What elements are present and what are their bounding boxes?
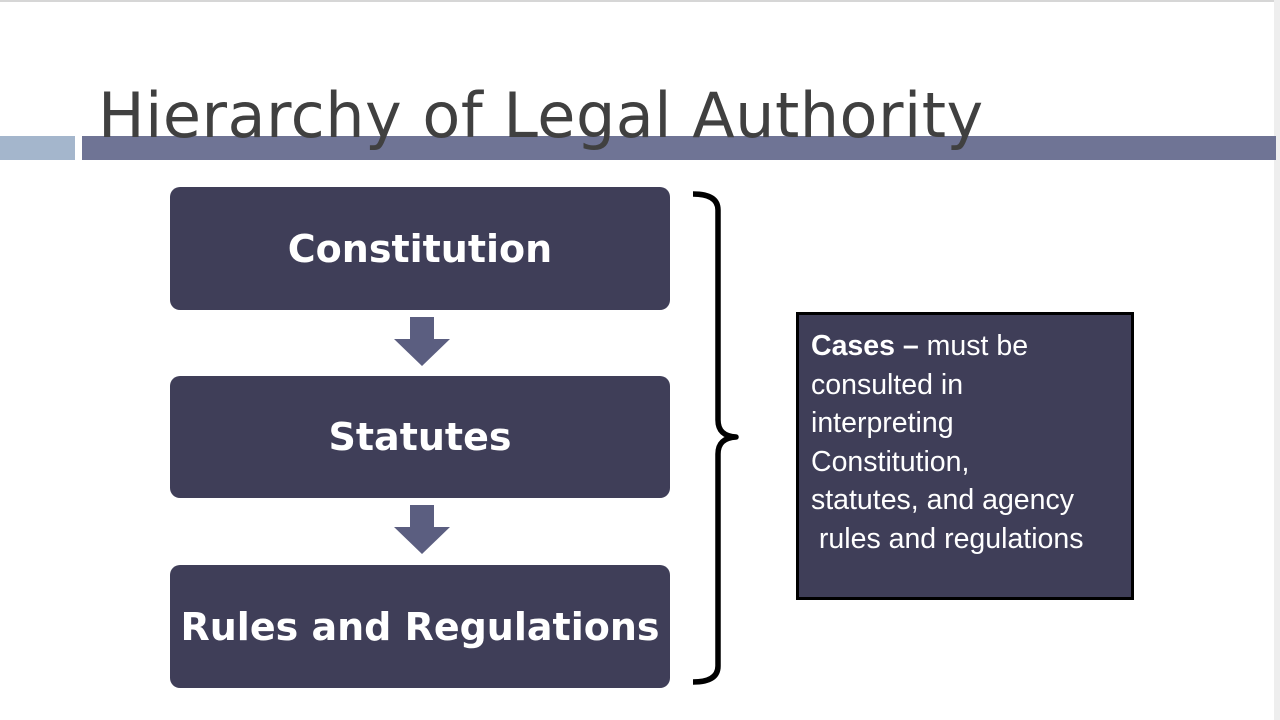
rules-and-regulations-box: Rules and Regulations: [170, 565, 670, 688]
rules-and-regulations-label: Rules and Regulations: [180, 604, 660, 649]
top-border-line: [0, 0, 1280, 2]
cases-note-line: Constitution,: [811, 445, 970, 478]
right-edge-strip: [1274, 0, 1280, 720]
cases-note-line-text: must be: [926, 330, 1029, 362]
statutes-box: Statutes: [170, 376, 670, 498]
cases-note-line: rules and regulations: [811, 522, 1084, 555]
cases-note-heading: Cases –: [811, 330, 927, 362]
down-arrow-icon: [394, 505, 450, 554]
cases-note-line: interpreting: [811, 407, 954, 439]
constitution-box: Constitution: [170, 187, 670, 310]
cases-note-line: Cases – must be: [811, 327, 1119, 366]
cases-note-box: Cases – must be consulted in interpretin…: [796, 312, 1134, 600]
cases-note-text: Cases – must be consulted in interpretin…: [811, 327, 1119, 558]
cases-note-line: statutes, and agency: [811, 484, 1075, 516]
title-accent-bar-left: [0, 136, 75, 160]
constitution-label: Constitution: [287, 226, 553, 271]
slide-title: Hierarchy of Legal Authority: [98, 79, 984, 152]
cases-note-line: consulted in: [811, 368, 964, 401]
title-accent-bar-right: [82, 136, 1276, 160]
down-arrow-icon: [394, 317, 450, 366]
right-curly-brace-icon: [692, 191, 739, 685]
statutes-label: Statutes: [328, 415, 512, 459]
